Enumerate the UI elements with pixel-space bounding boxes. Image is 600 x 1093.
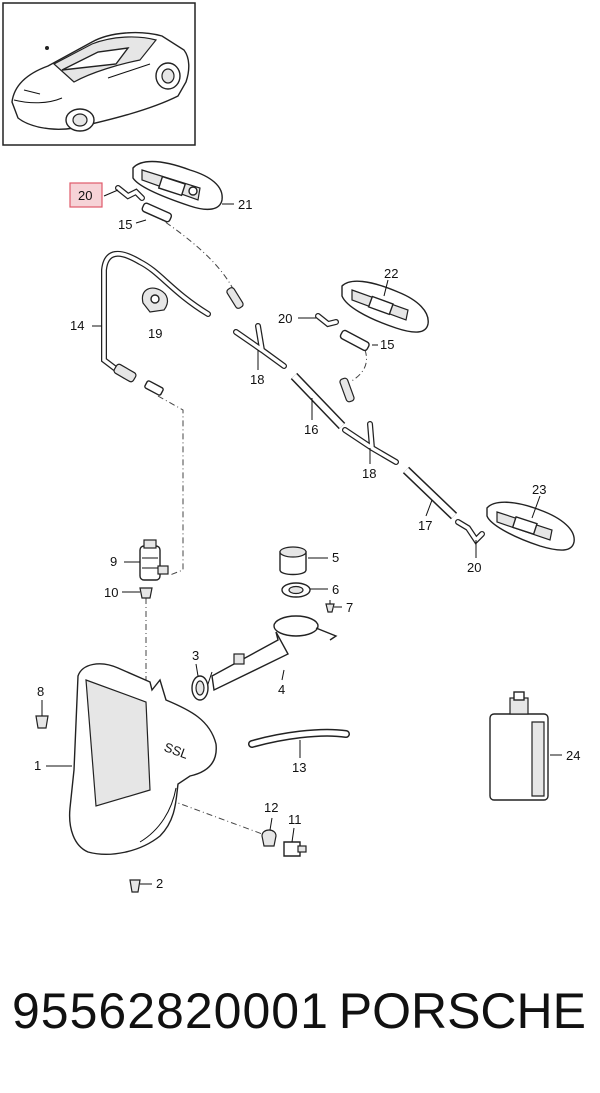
callout-7[interactable]: 7 bbox=[346, 600, 353, 615]
brand-name: PORSCHE bbox=[338, 983, 586, 1039]
callout-21[interactable]: 21 bbox=[238, 197, 252, 212]
callout-3[interactable]: 3 bbox=[192, 648, 199, 663]
callout-22[interactable]: 22 bbox=[384, 266, 398, 281]
highlight-box bbox=[69, 182, 103, 208]
callout-15[interactable]: 15 bbox=[118, 217, 132, 232]
callout-13[interactable]: 13 bbox=[292, 760, 306, 775]
callout-24[interactable]: 24 bbox=[566, 748, 580, 763]
callout-8[interactable]: 8 bbox=[37, 684, 44, 699]
callout-5[interactable]: 5 bbox=[332, 550, 339, 565]
washer-nozzle-23 bbox=[486, 501, 575, 551]
callout-18[interactable]: 18 bbox=[250, 372, 264, 387]
filler-neck bbox=[205, 615, 338, 692]
callout-9[interactable]: 9 bbox=[110, 554, 117, 569]
callout-19[interactable]: 19 bbox=[148, 326, 162, 341]
callout-16[interactable]: 16 bbox=[304, 422, 318, 437]
fluid-bottle bbox=[489, 691, 549, 801]
callout-20[interactable]: 20 bbox=[467, 560, 481, 575]
vehicle-thumbnail bbox=[2, 2, 196, 146]
washer-nozzle-21 bbox=[132, 160, 223, 211]
callout-20[interactable]: 20 bbox=[278, 311, 292, 326]
callout-2[interactable]: 2 bbox=[156, 876, 163, 891]
filler-cap bbox=[279, 546, 307, 576]
callout-labels: 20 21 15 22 20 15 14 19 18 16 18 23 17 2… bbox=[34, 188, 580, 891]
washer-pump bbox=[139, 539, 169, 581]
callout-15[interactable]: 15 bbox=[380, 337, 394, 352]
washer-nozzle-22 bbox=[341, 280, 429, 333]
callout-23[interactable]: 23 bbox=[532, 482, 546, 497]
washer-reservoir: SSL bbox=[68, 663, 217, 855]
callout-1[interactable]: 1 bbox=[34, 758, 41, 773]
callout-17[interactable]: 17 bbox=[418, 518, 432, 533]
callout-20-highlighted[interactable]: 20 bbox=[78, 188, 92, 203]
parts-diagram: SSL 20 21 15 22 bbox=[2, 2, 580, 893]
callout-10[interactable]: 10 bbox=[104, 585, 118, 600]
callout-11[interactable]: 11 bbox=[288, 812, 302, 827]
part-number: 95562820001 bbox=[12, 983, 329, 1039]
callout-4[interactable]: 4 bbox=[278, 682, 285, 697]
callout-14[interactable]: 14 bbox=[70, 318, 84, 333]
callout-18[interactable]: 18 bbox=[362, 466, 376, 481]
callout-12[interactable]: 12 bbox=[264, 800, 278, 815]
callout-6[interactable]: 6 bbox=[332, 582, 339, 597]
